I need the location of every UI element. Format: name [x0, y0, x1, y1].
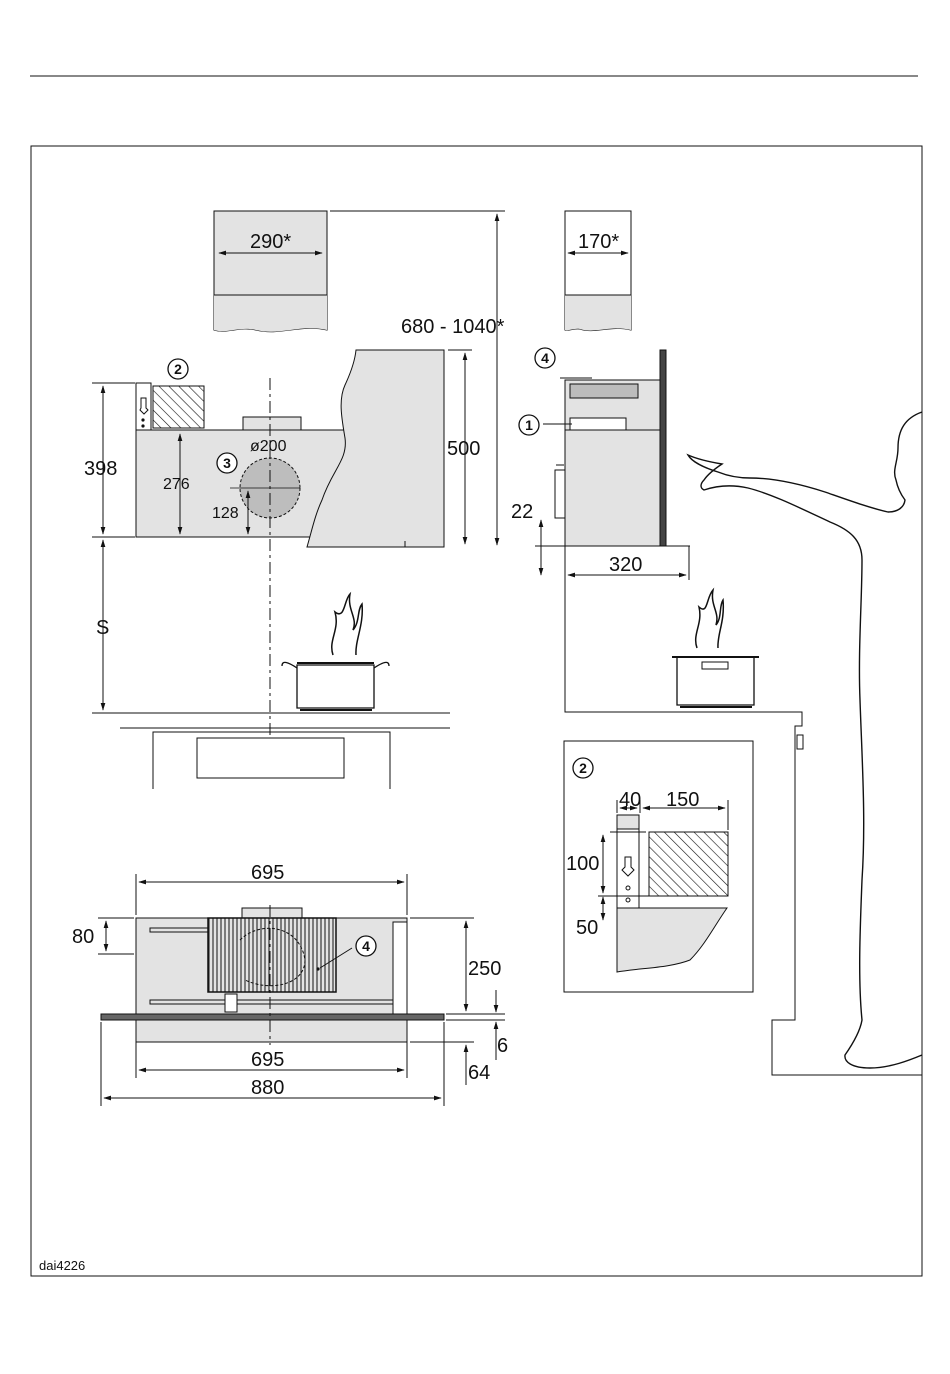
canopy-height-label: 500: [447, 438, 480, 460]
hood-profile-right: [543, 350, 666, 546]
front-lower-label: 64: [468, 1062, 490, 1084]
cooktop-plan: [120, 728, 450, 789]
duct-center-label: 128: [212, 505, 239, 522]
hood-front-view: [101, 905, 444, 1045]
callout-3: 3: [217, 453, 237, 473]
callout-4-front: 4: [356, 936, 376, 956]
duct-diameter-label: ø200: [250, 438, 287, 455]
gap-label: 22: [511, 501, 533, 523]
callout-1: 1: [519, 415, 539, 435]
front-lower-width-label: 695: [251, 1049, 284, 1071]
detail-bracket-width-label: 40: [619, 789, 641, 811]
chimney-height-label: 680 - 1040*: [401, 316, 505, 338]
chimney-front-width-label: 290*: [250, 231, 291, 253]
hood-side-view: [136, 350, 444, 740]
callout-2-top: 2: [168, 359, 188, 379]
svg-text:4: 4: [541, 350, 549, 366]
callout-2-detail: 2: [573, 758, 593, 778]
svg-text:3: 3: [223, 455, 231, 471]
overall-width-label: 880: [251, 1077, 284, 1099]
pot-right-icon: [672, 590, 759, 707]
chimney-side: [565, 211, 631, 331]
front-panel-label: 6: [497, 1035, 508, 1057]
detail-area-width-label: 150: [666, 789, 699, 811]
svg-text:1: 1: [525, 417, 533, 433]
detail-bottom-offset-label: 50: [576, 917, 598, 939]
pot-left-icon: [282, 594, 389, 710]
figure-id: dai4226: [39, 1258, 85, 1273]
front-top-width-label: 695: [251, 862, 284, 884]
svg-text:4: 4: [362, 938, 370, 954]
bracket-height-label: 276: [163, 476, 190, 493]
front-body-height-label: 250: [468, 958, 501, 980]
safety-distance-label: S: [96, 617, 109, 639]
front-top-offset-label: 80: [72, 926, 94, 948]
callout-4-side: 4: [535, 348, 555, 368]
svg-text:2: 2: [579, 760, 587, 776]
depth-label: 320: [609, 554, 642, 576]
svg-text:2: 2: [174, 361, 182, 377]
chimney-front: [214, 211, 327, 332]
chimney-side-width-label: 170*: [578, 231, 619, 253]
housing-height-label: 398: [84, 458, 117, 480]
detail-area-height-label: 100: [566, 853, 599, 875]
